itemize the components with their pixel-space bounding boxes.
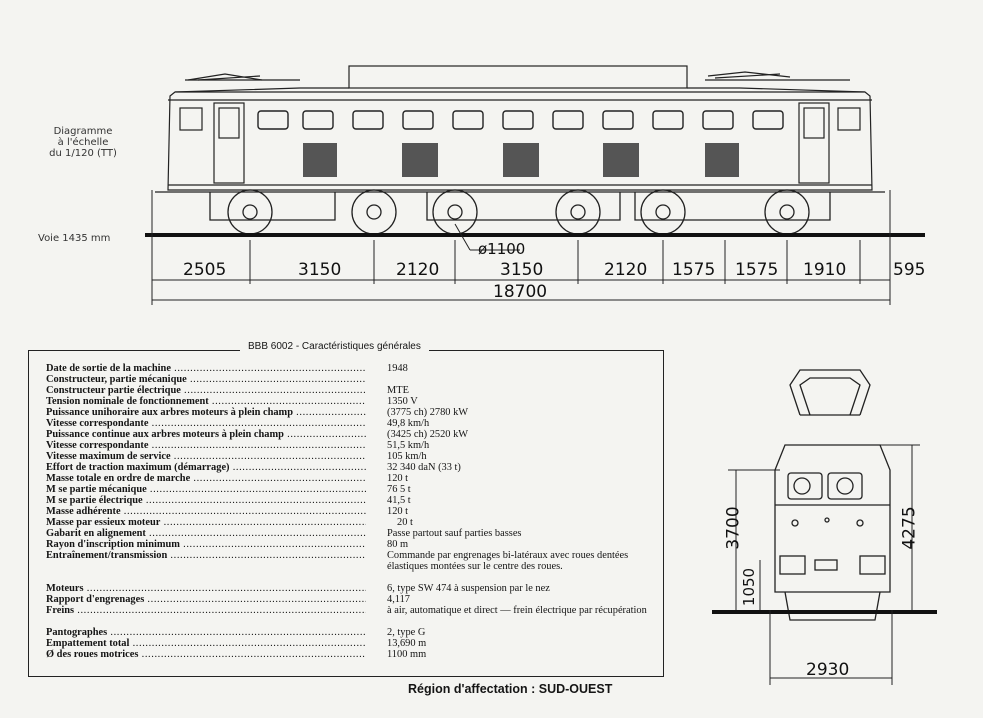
spec-label: Empattement total bbox=[46, 638, 366, 649]
spec-label: Masse adhérente bbox=[46, 506, 366, 517]
spec-value: 4,117 bbox=[387, 594, 410, 605]
spec-label: Constructeur partie électrique bbox=[46, 385, 366, 396]
spec-value: MTE bbox=[387, 385, 409, 396]
spec-label: Masse par essieux moteur bbox=[46, 517, 366, 528]
spec-value: 120 t bbox=[387, 473, 409, 484]
spec-label: Puissance continue aux arbres moteurs à … bbox=[46, 429, 366, 440]
overall-length: 18700 bbox=[493, 282, 548, 302]
spec-label: Tension nominale de fonctionnement bbox=[46, 396, 366, 407]
spec-label: Vitesse correspondante bbox=[46, 440, 366, 451]
spec-label: Moteurs bbox=[46, 583, 366, 594]
spec-value: 49,8 km/h bbox=[387, 418, 430, 429]
spec-label: Vitesse maximum de service bbox=[46, 451, 366, 462]
spec-value: 1100 mm bbox=[387, 649, 427, 660]
spec-label: Rapport d'engrenages bbox=[46, 594, 366, 605]
spec-label: Vitesse correspondante bbox=[46, 418, 366, 429]
spec-label: M se partie mécanique bbox=[46, 484, 366, 495]
spec-value: Passe partout sauf parties basses bbox=[387, 528, 522, 539]
scale-note-line: Diagramme bbox=[53, 126, 113, 137]
spec-value: 32 340 daN (33 t) bbox=[387, 462, 461, 473]
spec-value: 13,690 m bbox=[387, 638, 427, 649]
spec-label: Constructeur, partie mécanique bbox=[46, 374, 366, 385]
region-assignment: Région d'affectation : SUD-OUEST bbox=[408, 682, 613, 696]
spec-label: Freins bbox=[46, 605, 366, 616]
dimension-label: 2120 bbox=[604, 260, 648, 280]
spec-value: 1350 V bbox=[387, 396, 418, 407]
spec-value: 20 t bbox=[397, 517, 413, 528]
spec-value: 120 t bbox=[387, 506, 409, 517]
dimension-label: 3150 bbox=[298, 260, 342, 280]
spec-value: 76 5 t bbox=[387, 484, 411, 495]
front-height-body: 3700 bbox=[723, 506, 744, 550]
spec-label: M se partie électrique bbox=[46, 495, 366, 506]
front-floor-height: 1050 bbox=[740, 567, 759, 607]
spec-label: Masse totale en ordre de marche bbox=[46, 473, 366, 484]
spec-value: à air, automatique et direct — frein éle… bbox=[387, 605, 647, 616]
dimension-label: 2120 bbox=[396, 260, 440, 280]
spec-value: (3425 ch) 2520 kW bbox=[387, 429, 469, 440]
spec-value: 2, type G bbox=[387, 627, 426, 638]
dimension-label: 2505 bbox=[183, 260, 227, 280]
spec-label: Ø des roues motrices bbox=[46, 649, 366, 660]
dimension-label: 595 bbox=[893, 260, 926, 280]
spec-label: Puissance unihoraire aux arbres moteurs … bbox=[46, 407, 366, 418]
scale-note-line: du 1/120 (TT) bbox=[49, 148, 117, 159]
spec-value: 1948 bbox=[387, 363, 408, 374]
scale-note-line: à l'échelle bbox=[57, 137, 109, 148]
dimension-label: 1910 bbox=[803, 260, 847, 280]
spec-label: Pantographes bbox=[46, 627, 366, 638]
spec-value: (3775 ch) 2780 kW bbox=[387, 407, 469, 418]
spec-value: 105 km/h bbox=[387, 451, 427, 462]
front-height-total: 4275 bbox=[899, 506, 920, 550]
spec-label: Date de sortie de la machine bbox=[46, 363, 366, 374]
spec-value: 41,5 t bbox=[387, 495, 411, 506]
spec-value: 80 m bbox=[387, 539, 409, 550]
track-gauge: Voie 1435 mm bbox=[38, 233, 111, 244]
spec-value: 6, type SW 474 à suspension par le nez bbox=[387, 583, 550, 594]
spec-label: Entraînement/transmission bbox=[46, 550, 366, 561]
spec-label: Effort de traction maximum (démarrage) bbox=[46, 462, 366, 473]
wheel-diameter-label: ø1100 bbox=[478, 240, 526, 258]
dimension-label: 1575 bbox=[672, 260, 716, 280]
spec-value: Commande par engrenages bi-latéraux avec… bbox=[387, 550, 629, 572]
spec-value: 51,5 km/h bbox=[387, 440, 430, 451]
front-width: 2930 bbox=[806, 660, 850, 680]
spec-label: Rayon d'inscription minimum bbox=[46, 539, 366, 550]
dimension-label: 1575 bbox=[735, 260, 779, 280]
spec-label: Gabarit en alignement bbox=[46, 528, 366, 539]
dimension-label: 3150 bbox=[500, 260, 544, 280]
table-title: BBB 6002 - Caractéristiques générales bbox=[240, 341, 429, 352]
scale-note: Diagramme à l'échelle du 1/120 (TT) bbox=[48, 126, 118, 159]
